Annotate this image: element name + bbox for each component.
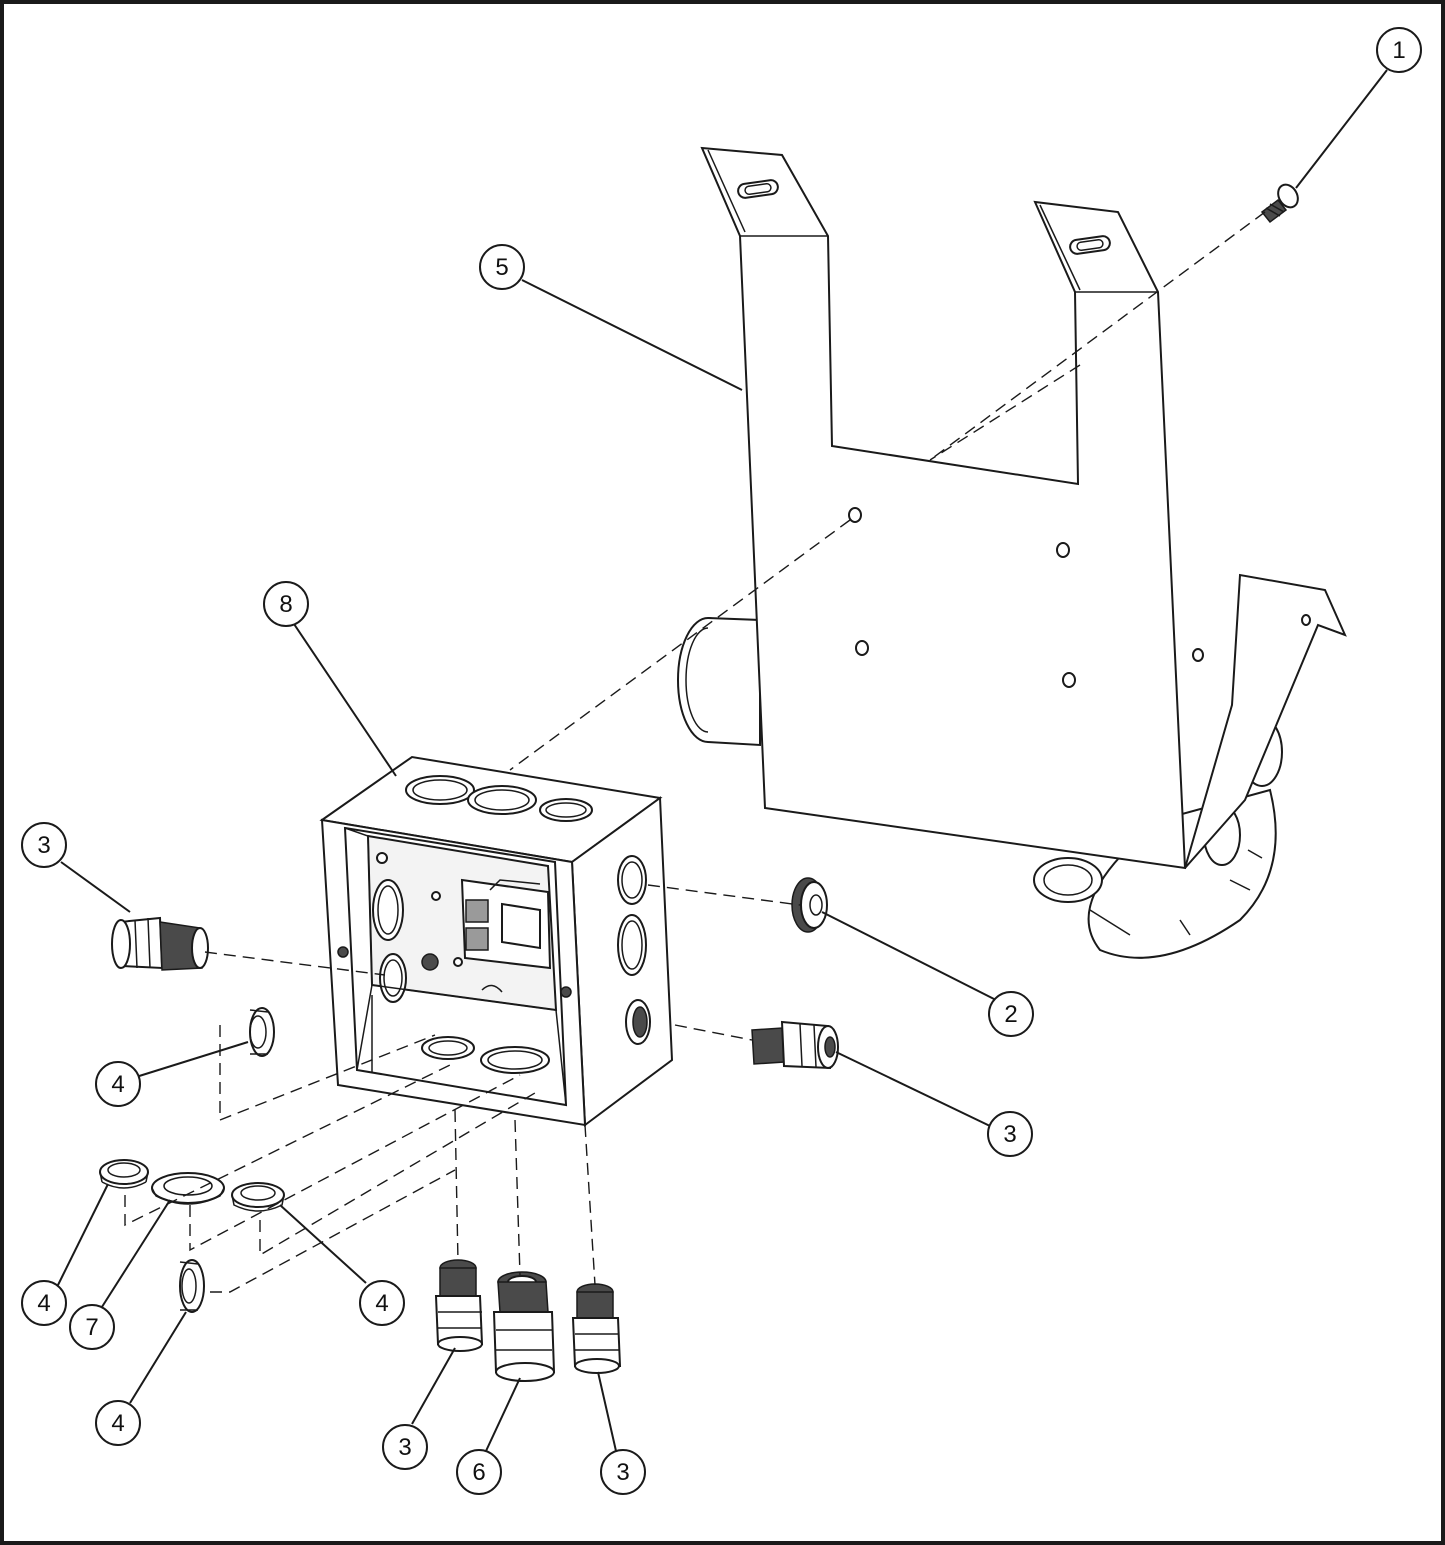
screw: [1260, 183, 1299, 224]
callout-label: 1: [1392, 37, 1405, 64]
callout-4-upper: 4: [95, 1061, 141, 1107]
cable-gland-right: [751, 1020, 839, 1070]
locknut-b: [231, 1182, 285, 1212]
callout-4-c: 4: [95, 1400, 141, 1446]
callout-4-a: 4: [21, 1280, 67, 1326]
callout-label: 4: [375, 1290, 388, 1317]
callout-label: 2: [1004, 1001, 1017, 1028]
callout-4-b: 4: [359, 1280, 405, 1326]
grommet: [791, 877, 828, 933]
locknut-upper: [249, 1007, 275, 1057]
callout-8: 8: [263, 581, 309, 627]
callout-3-right: 3: [987, 1111, 1033, 1157]
callout-label: 3: [37, 832, 50, 859]
callout-6: 6: [456, 1449, 502, 1495]
callout-label: 5: [495, 254, 508, 281]
callout-label: 6: [472, 1459, 485, 1486]
large-locknut: [151, 1172, 225, 1205]
callout-label: 3: [1003, 1121, 1016, 1148]
callout-2: 2: [988, 991, 1034, 1037]
mounting-bracket: [677, 146, 1347, 959]
leader-lines: [57, 69, 1388, 1452]
callout-label: 4: [111, 1071, 124, 1098]
cable-gland-bottom-right: [571, 1283, 622, 1374]
callout-3-bottom-left: 3: [382, 1424, 428, 1470]
callout-label: 8: [279, 591, 292, 618]
callout-label: 3: [616, 1459, 629, 1486]
callout-7: 7: [69, 1304, 115, 1350]
callout-3-left: 3: [21, 822, 67, 868]
callout-3-bottom-right: 3: [600, 1449, 646, 1495]
assembly-lines: [124, 211, 1266, 1293]
callout-label: 3: [398, 1434, 411, 1461]
locknut-a: [99, 1159, 149, 1189]
cable-gland-left: [111, 916, 209, 971]
callout-label: 7: [85, 1314, 98, 1341]
callout-1: 1: [1376, 27, 1422, 73]
large-cable-gland: [492, 1271, 556, 1382]
electrical-box: [319, 755, 674, 1127]
cable-gland-bottom-left: [434, 1259, 484, 1352]
callout-label: 4: [111, 1410, 124, 1437]
locknut-c: [179, 1259, 205, 1313]
callout-5: 5: [479, 244, 525, 290]
callout-label: 4: [37, 1290, 50, 1317]
